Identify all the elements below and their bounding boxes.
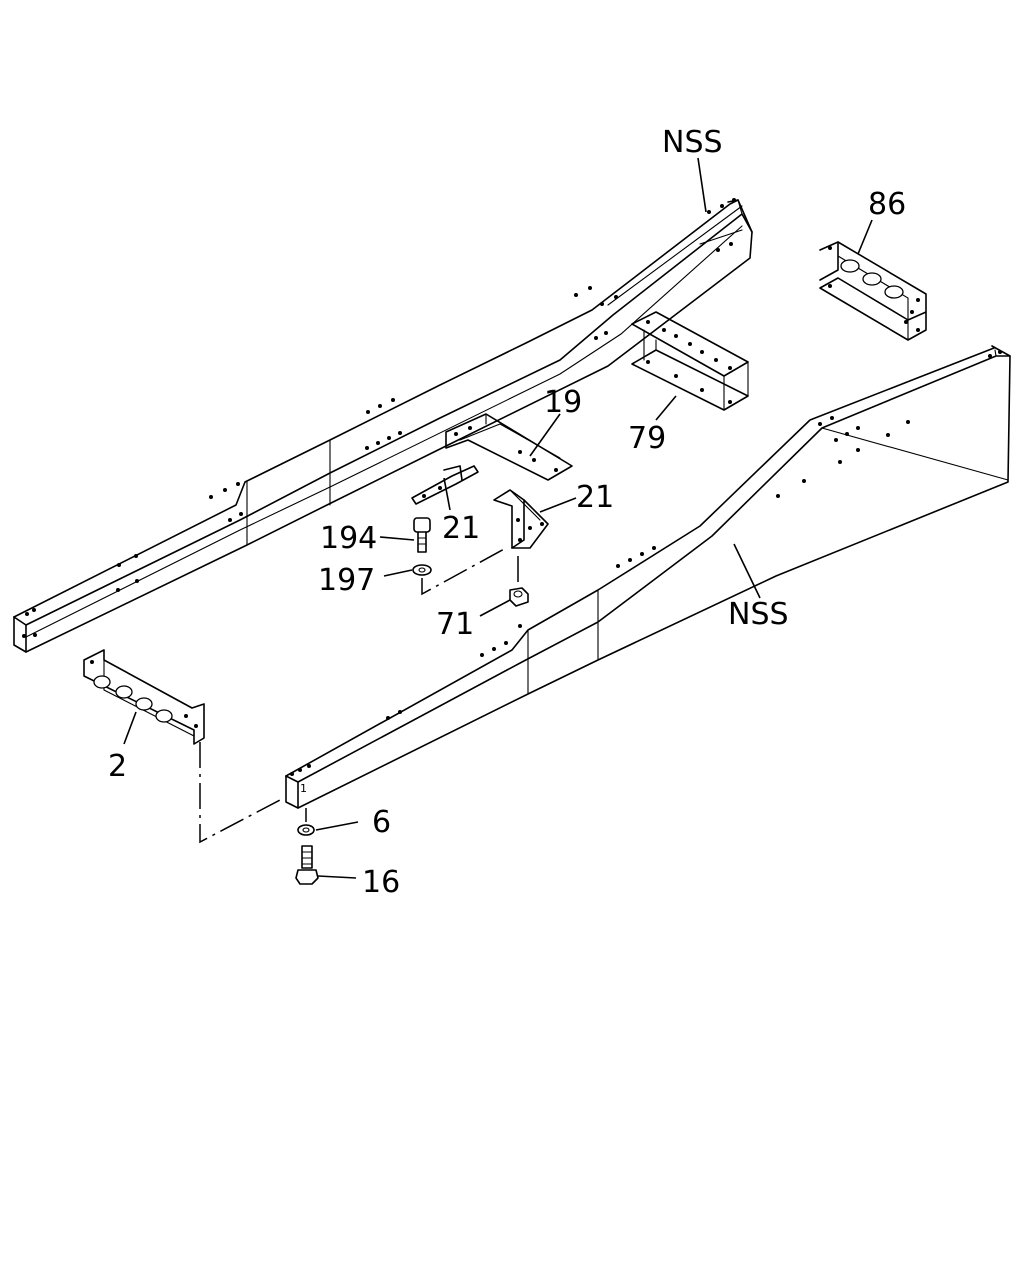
bolt-16 (295, 845, 319, 885)
label-part-2: 2 (108, 749, 127, 784)
part-labels: NSS 86 19 79 21 21 194 197 71 NSS 2 6 16 (108, 125, 906, 900)
bracket-21-left (411, 465, 479, 505)
rail-mark: 1 (300, 782, 307, 795)
label-part-21-right: 21 (576, 480, 614, 515)
label-part-19: 19 (544, 385, 582, 420)
assembly-centerlines (199, 547, 519, 844)
crossmember-86 (819, 241, 927, 341)
bolt-194 (413, 517, 431, 553)
label-part-79: 79 (628, 421, 666, 456)
left-frame-rail (13, 198, 753, 653)
label-part-197: 197 (318, 563, 375, 598)
washer-6 (297, 824, 315, 836)
label-part-6: 6 (372, 805, 391, 840)
washer-197 (412, 564, 432, 576)
leader-lines (123, 157, 873, 879)
label-part-21-left: 21 (442, 511, 480, 546)
plate-79 (631, 311, 749, 411)
crossmember-19 (445, 413, 573, 481)
label-part-194: 194 (320, 521, 377, 556)
crossmember-2 (83, 649, 205, 745)
bracket-21-right (493, 489, 549, 549)
label-nss-top: NSS (662, 125, 723, 160)
right-frame-rail: 1 (285, 345, 1011, 809)
label-part-86: 86 (868, 187, 906, 222)
label-part-71: 71 (436, 607, 474, 642)
nut-71 (509, 587, 529, 607)
label-part-16: 16 (362, 865, 400, 900)
label-nss-right: NSS (728, 597, 789, 632)
